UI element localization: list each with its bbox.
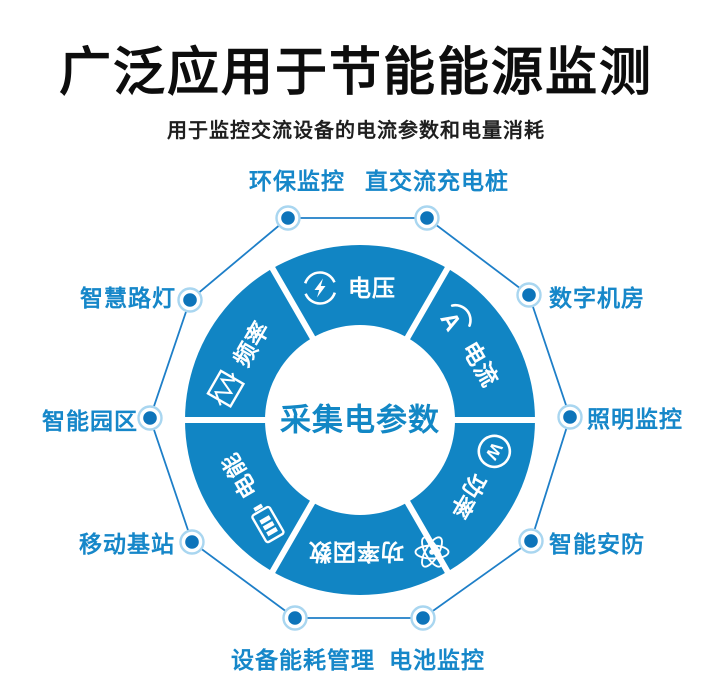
network-node (275, 205, 301, 231)
app-label-mobile-base-station: 移动基站 (79, 531, 175, 557)
node-dot (416, 611, 430, 625)
app-label-battery-monitoring: 电池监控 (389, 647, 485, 673)
battery-icon (251, 503, 285, 544)
donut-inner-circle (265, 325, 455, 515)
page-title: 广泛应用于节能能源监测 (58, 44, 653, 102)
waveform-icon (206, 369, 246, 409)
node-dot (185, 535, 199, 549)
network-node (282, 605, 308, 631)
app-label-environmental-monitoring: 环保监控 (249, 168, 345, 194)
app-label-lighting-monitoring: 照明监控 (587, 406, 683, 432)
network-nodes (137, 205, 583, 631)
app-label-smart-park: 智能园区 (42, 408, 138, 434)
app-label-smart-security: 智能安防 (549, 531, 645, 557)
segment-label-power-factor: 功率因数 (308, 539, 404, 565)
segment-power-factor: 功率因数 (308, 536, 450, 568)
atom-icon (414, 536, 450, 568)
network-node (414, 205, 440, 231)
app-label-digital-server-room: 数字机房 (549, 285, 645, 311)
network-node (516, 282, 542, 308)
divider (266, 494, 319, 580)
network-node (518, 528, 544, 554)
network-node (410, 605, 436, 631)
network-node (557, 404, 583, 430)
node-dot (288, 611, 302, 625)
node-dot (143, 411, 157, 425)
node-dot (563, 410, 577, 424)
app-label-dc-ac-charging-pile: 直交流充电桩 (365, 168, 509, 194)
network-node (137, 405, 163, 431)
network-node (179, 529, 205, 555)
node-dot (522, 288, 536, 302)
app-label-equipment-energy-management: 设备能耗管理 (231, 647, 375, 673)
node-dot (281, 211, 295, 225)
divider (401, 260, 454, 346)
node-dot (183, 293, 197, 307)
node-dot (524, 534, 538, 548)
segment-label-voltage: 电压 (348, 275, 396, 301)
node-dot (420, 211, 434, 225)
diagram-center-label: 采集电参数 (280, 403, 440, 438)
divider (266, 260, 319, 346)
page-subtitle: 用于监控交流设备的电流参数和电量消耗 (167, 120, 545, 142)
network-node (177, 287, 203, 313)
app-label-smart-street-light: 智慧路灯 (80, 285, 176, 311)
segment-voltage: 电压 (303, 271, 396, 305)
voltage-circle-bolt-icon (303, 271, 337, 305)
